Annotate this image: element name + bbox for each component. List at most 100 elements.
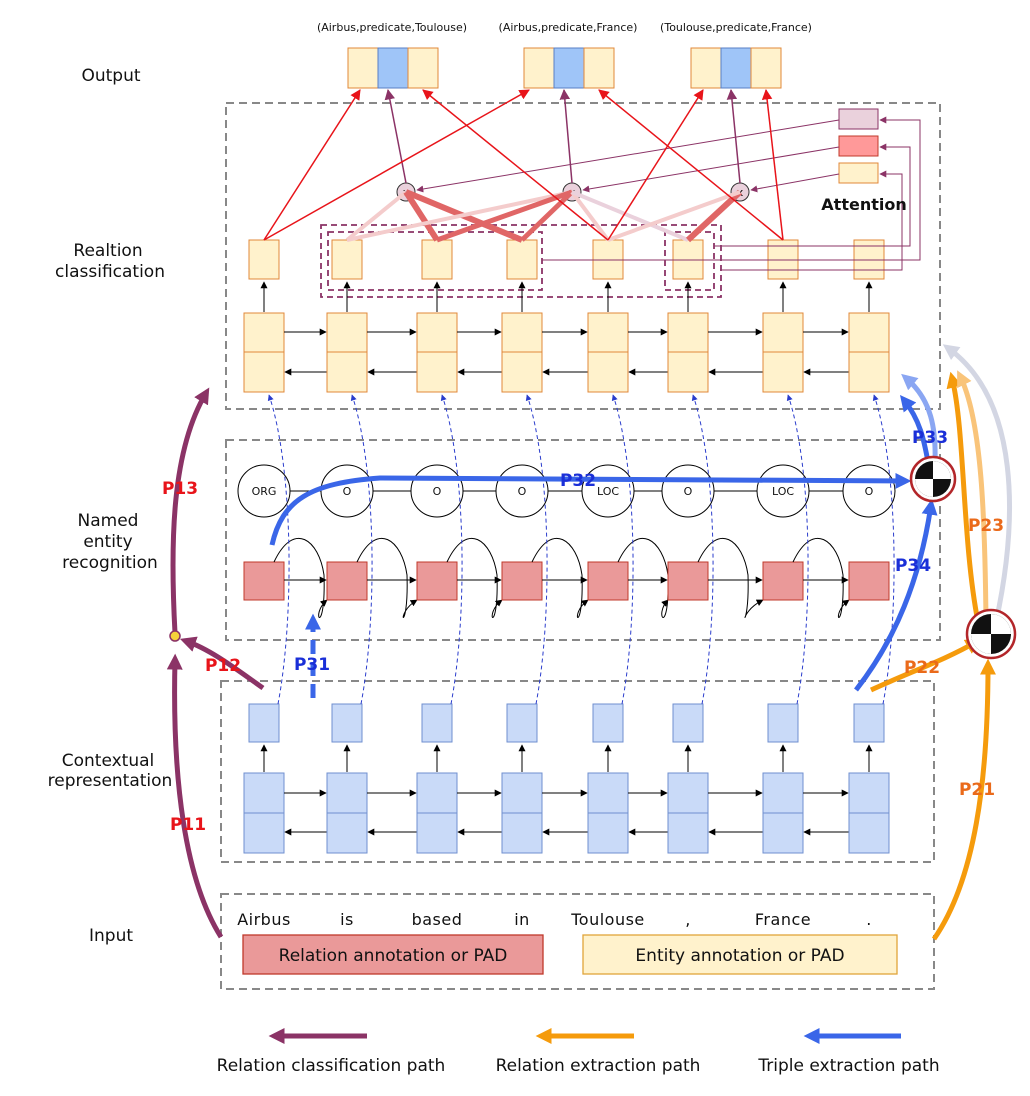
ner-lstm-cell bbox=[501, 561, 543, 601]
ner-tag-label: LOC bbox=[597, 485, 619, 498]
triple-label-2: (Airbus,predicate,France) bbox=[499, 21, 638, 34]
head-to-output-arrow bbox=[607, 89, 704, 241]
attention-weighted-line bbox=[346, 190, 573, 242]
ner-tag-label: O bbox=[865, 485, 874, 498]
ner-lstm-cell bbox=[243, 561, 285, 601]
ner-lstm-cell bbox=[667, 561, 709, 601]
ner-tag-circle bbox=[842, 464, 896, 518]
context-embedding-cell bbox=[421, 703, 453, 743]
output-predicate-cell bbox=[553, 47, 585, 89]
path-p12-arrow bbox=[179, 636, 265, 691]
ner-tag-label: O bbox=[518, 485, 527, 498]
attention-vector bbox=[838, 135, 879, 157]
triple-label-1: (Airbus,predicate,Toulouse) bbox=[317, 21, 467, 34]
attention-group-outer bbox=[320, 224, 722, 298]
relation-classification-frame bbox=[225, 102, 941, 410]
path-label-p22: P22 bbox=[904, 658, 940, 678]
ner-tag-label: LOC bbox=[772, 485, 794, 498]
path-junction-dot bbox=[169, 630, 181, 642]
context-to-rc-dashed-arrow bbox=[691, 394, 714, 705]
path-label-p31: P31 bbox=[294, 655, 330, 675]
attention-feed-line bbox=[714, 143, 911, 247]
rc-head-cell bbox=[421, 239, 453, 280]
entity-annotation-box bbox=[582, 934, 898, 975]
ner-label-feedback-curve bbox=[792, 538, 850, 618]
output-subject-cell bbox=[523, 47, 555, 89]
layer-label-rc-1: Realtion bbox=[73, 241, 142, 261]
context-to-rc-dashed-arrow bbox=[786, 394, 809, 705]
attention-weight-line bbox=[750, 173, 840, 193]
ner-lstm-cell bbox=[416, 561, 458, 601]
layer-label-ner-1: Named bbox=[78, 511, 139, 531]
head-to-output-arrow bbox=[422, 89, 609, 241]
path-p23-orange bbox=[946, 371, 981, 623]
input-token: Airbus bbox=[237, 910, 291, 929]
relation-annotation-box bbox=[242, 934, 544, 975]
rc-head-cell bbox=[248, 239, 280, 280]
path-p34-arrow bbox=[854, 498, 938, 692]
context-embedding-cell bbox=[331, 703, 363, 743]
attention-vector bbox=[838, 108, 879, 130]
attention-weighted-line bbox=[685, 189, 743, 243]
path-p33-light-arrow bbox=[901, 373, 938, 463]
path-p33-arrow bbox=[900, 395, 931, 463]
path-p13-arrow bbox=[170, 387, 210, 634]
context-embedding-cell bbox=[853, 703, 885, 743]
ner-label-feedback-curve bbox=[356, 538, 418, 618]
output-predicate-cell bbox=[377, 47, 409, 89]
layer-label-output: Output bbox=[81, 66, 140, 86]
multiply-to-predicate-arrow bbox=[559, 88, 573, 184]
legend-label-relation-classification: Relation classification path bbox=[217, 1056, 446, 1076]
relation-annotation-text: Relation annotation or PAD bbox=[279, 946, 508, 966]
rc-head-cell bbox=[506, 239, 538, 280]
triple-junction-circle bbox=[909, 455, 957, 503]
input-token: , bbox=[685, 910, 691, 929]
path-label-p23: P23 bbox=[968, 516, 1004, 536]
attention-feed-line bbox=[542, 116, 921, 261]
triple-label-3: (Toulouse,predicate,France) bbox=[660, 21, 812, 34]
ner-lstm-cell bbox=[762, 561, 804, 601]
output-object-cell bbox=[583, 47, 615, 89]
ner-frame bbox=[225, 439, 941, 641]
attention-group-right bbox=[664, 231, 715, 291]
output-object-cell bbox=[407, 47, 439, 89]
ner-lstm-cell bbox=[326, 561, 368, 601]
path-label-p12: P12 bbox=[205, 656, 241, 676]
context-to-rc-dashed-arrow bbox=[440, 394, 463, 705]
path-label-p32: P32 bbox=[560, 471, 596, 491]
attention-weight-line bbox=[582, 146, 840, 193]
head-to-output-arrow bbox=[761, 88, 784, 241]
path-p22-arrow bbox=[869, 638, 982, 693]
input-token: France bbox=[755, 910, 811, 929]
context-embedding-cell bbox=[592, 703, 624, 743]
context-embedding-cell bbox=[767, 703, 799, 743]
attention-feed-line bbox=[720, 170, 903, 271]
input-token: Toulouse bbox=[570, 910, 645, 929]
head-to-output-arrow bbox=[263, 89, 530, 241]
attention-weighted-line bbox=[436, 189, 573, 243]
entity-annotation-text: Entity annotation or PAD bbox=[635, 946, 844, 966]
legend-label-relation-extraction: Relation extraction path bbox=[496, 1056, 701, 1076]
attention-weighted-line bbox=[570, 190, 610, 242]
path-label-p11: P11 bbox=[170, 815, 206, 835]
attention-label: Attention bbox=[821, 195, 906, 214]
context-embedding-cell bbox=[672, 703, 704, 743]
attention-vector bbox=[838, 162, 879, 184]
layer-label-ctx-2: representation bbox=[48, 771, 173, 791]
layer-label-ner-2: entity bbox=[83, 532, 132, 552]
layer-label-ctx-1: Contextual bbox=[62, 751, 155, 771]
multiply-to-predicate-arrow bbox=[384, 88, 407, 184]
layer-label-rc-2: classification bbox=[55, 262, 165, 282]
ner-tag-label: ORG bbox=[252, 485, 277, 498]
context-to-rc-dashed-arrow bbox=[350, 394, 373, 705]
context-to-rc-dashed-arrow bbox=[267, 394, 290, 705]
path-p23-gray bbox=[942, 344, 1012, 623]
ner-lstm-cell bbox=[587, 561, 629, 601]
input-frame bbox=[220, 893, 935, 990]
context-embedding-cell bbox=[248, 703, 280, 743]
ner-tag-label: O bbox=[433, 485, 442, 498]
input-token: is bbox=[340, 910, 354, 929]
ner-tag-label: O bbox=[684, 485, 693, 498]
attention-weighted-line bbox=[607, 190, 741, 242]
